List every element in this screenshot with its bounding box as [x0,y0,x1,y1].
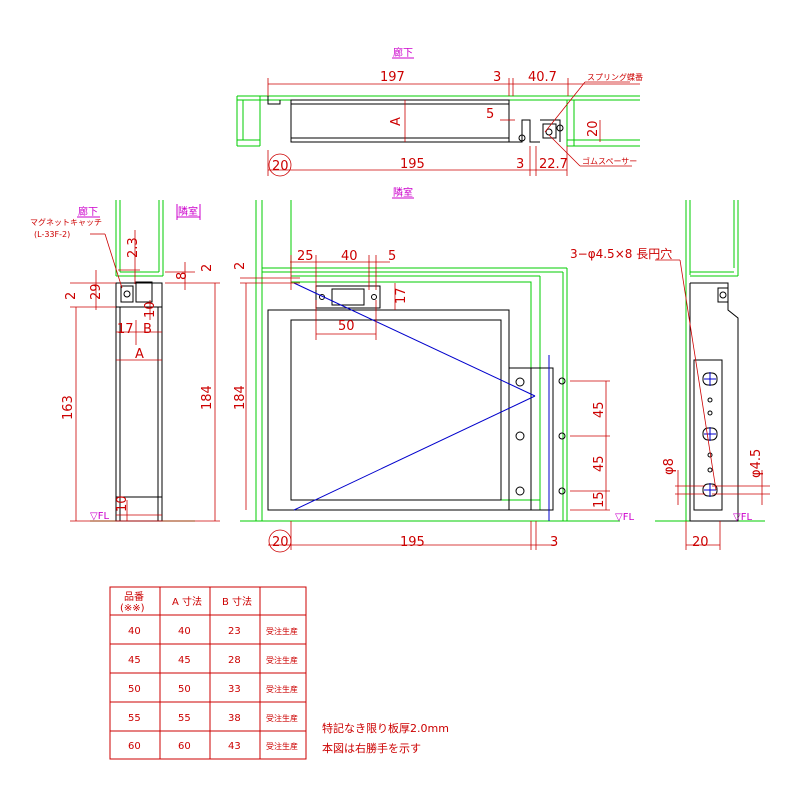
section-dim-10-top: 10 [143,301,158,318]
hole-spec-label: 3−φ4.5×8 長円穴 [570,246,672,261]
elevation-dim-45-top: 45 [592,401,607,418]
elevation-dim-20-circle: 20 [272,535,289,550]
size-table: 品番 (※※) A 寸法 B 寸法 40 40 23 受注生産 45 45 28… [109,586,307,760]
side-cross-marks [704,372,716,497]
table-cell: 受注生産 [266,713,298,723]
side-dim-lines [655,259,770,550]
note-right-hand: 本図は右勝手を示す [322,741,421,755]
side-fl-label: ▽FL [733,512,752,523]
section-dim-8: 8 [175,272,190,280]
table-cell: 50 [178,684,191,695]
table-cell: 受注生産 [266,684,298,694]
elevation-swing-lines [293,282,550,521]
side-dim-20: 20 [692,535,709,550]
magnet-catch-model: (L-33F-2) [34,230,70,239]
rubber-spacer-label: ゴムスペーサー [582,156,637,166]
section-view: 廊下 隣室 [30,200,220,522]
section-dim-10-bottom: 10 [115,495,130,512]
table-cell: 45 [128,655,141,666]
elevation-dim-15: 15 [592,491,607,508]
plan-dim-40-7: 40.7 [528,70,557,85]
table-header-b: B 寸法 [222,595,252,608]
section-label-right: 隣室 [178,205,198,218]
spring-hinge-label: スプリング蝶番 [587,72,643,82]
plan-dim-22-7: 22.7 [539,157,568,172]
elevation-view: 2 25 40 5 17 50 184 45 45 15 20 195 3 ▽F… [233,200,634,553]
table-cell: 28 [228,655,241,666]
table-cell: 40 [178,626,191,637]
magnet-catch-label: マグネットキャッチ [30,217,102,227]
section-dim-2-3: 2.3 [126,237,141,258]
section-dim-163: 163 [61,395,76,420]
elevation-dim-195: 195 [400,535,425,550]
elevation-dim-3: 3 [550,535,558,550]
table-cell: 45 [178,655,191,666]
table-cell: 55 [128,713,141,724]
elevation-dim-5: 5 [388,249,396,264]
plan-dim-A: A [389,117,404,126]
plan-label-top: 廊下 [393,46,413,59]
elevation-fl-label: ▽FL [615,512,634,523]
plan-view: 廊下 隣室 [236,46,643,199]
table-grid [109,586,307,760]
plan-dim-3-top: 3 [493,70,501,85]
elevation-door [267,285,566,511]
table-cell: 55 [178,713,191,724]
section-dim-17: 17 [117,322,134,337]
elevation-dim-184: 184 [233,385,248,410]
section-dim-29: 29 [89,283,104,300]
section-dim-lines [70,230,220,522]
table-cell: 40 [128,626,141,637]
table-cell: 受注生産 [266,655,298,665]
section-dim-184: 184 [200,385,215,410]
side-view: 3−φ4.5×8 長円穴 φ8 φ4.5 20 ▽FL [570,200,770,550]
side-panel [689,282,739,522]
notes: 特記なき限り板厚2.0mm 本図は右勝手を示す [322,721,449,755]
elevation-dim-40: 40 [341,249,358,264]
elevation-dim-25: 25 [297,249,314,264]
plan-dim-195: 195 [400,157,425,172]
table-cell: 60 [178,741,191,752]
section-label-left: 廊下 [78,205,98,218]
side-dim-phi4-5: φ4.5 [749,449,764,478]
section-fl-label: ▽FL [90,511,109,522]
table-cell: 33 [228,684,241,695]
table-header-part-no: 品番 [124,591,144,603]
elevation-dim-17: 17 [394,287,409,304]
table-cell: 受注生産 [266,741,298,751]
section-dim-A: A [135,347,144,362]
section-dim-B: B [143,322,152,337]
side-dim-phi8: φ8 [662,458,677,475]
elevation-dim-50: 50 [338,319,355,334]
table-cell: 38 [228,713,241,724]
plan-dim-20-right: 20 [586,120,601,137]
table-cell: 受注生産 [266,626,298,636]
plan-dim-197: 197 [380,70,405,85]
table-cell: 23 [228,626,241,637]
section-dim-2-right: 2 [200,264,215,272]
table-cell: 50 [128,684,141,695]
note-plate-thickness: 特記なき限り板厚2.0mm [322,721,449,735]
plan-dim-5: 5 [486,107,494,122]
plan-door-panel [267,96,564,143]
table-cell: 43 [228,741,241,752]
plan-label-bottom: 隣室 [393,186,413,199]
table-header-a: A 寸法 [172,595,202,608]
elevation-dim-lines [240,255,610,550]
plan-dim-20-circle: 20 [272,159,289,174]
elevation-dim-45-bottom: 45 [592,455,607,472]
plan-dim-3-bottom: 3 [516,157,524,172]
table-cell: 60 [128,741,141,752]
section-dim-2-left: 2 [64,292,79,300]
plan-dim-lines [267,78,640,176]
elevation-dim-2: 2 [233,262,248,270]
table-header-part-no-sub: (※※) [120,603,145,614]
